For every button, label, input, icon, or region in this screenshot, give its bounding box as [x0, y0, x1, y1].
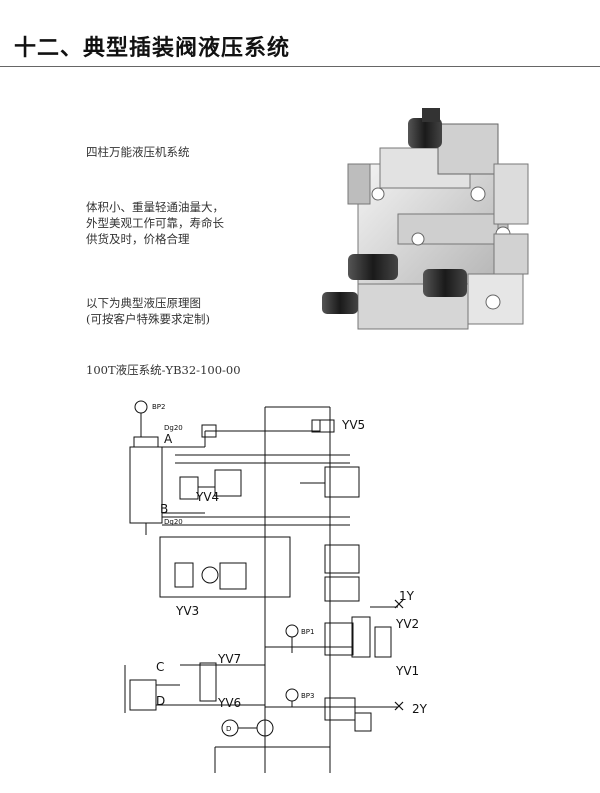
- hydraulic-schematic: BP2 Dg20 A YV5 YV4 B Dg20 YV3 1Y BP1 YV2…: [124, 400, 428, 773]
- system-name: 100T液压系统-YB32-100-00: [86, 363, 241, 377]
- dg20-top-label: Dg20: [164, 424, 183, 432]
- signal-2y-label: 2Y: [412, 702, 428, 716]
- page-title: 十二、典型插装阀液压系统: [14, 36, 291, 61]
- feature-line: 供货及时，价格合理: [86, 232, 190, 246]
- yv6-label: YV6: [217, 696, 241, 710]
- yv1-label: YV1: [395, 664, 419, 678]
- valve-yv3: [174, 562, 194, 588]
- feature-line: 体积小、重量轻通油量大，: [86, 200, 224, 214]
- pressure-gauge-bp3: [285, 688, 299, 702]
- port-b-label: B: [160, 502, 168, 516]
- yv5-label: YV5: [341, 418, 365, 432]
- signal-1y-label: 1Y: [399, 589, 415, 603]
- valve-yv5: [311, 419, 335, 433]
- port-a-label: A: [164, 432, 173, 446]
- valve-yv2: [351, 616, 371, 658]
- valve-block-photo: [322, 108, 529, 330]
- bp1-label: BP1: [301, 628, 314, 636]
- yv2-label: YV2: [395, 617, 419, 631]
- dg20-mid-label: Dg20: [164, 518, 183, 526]
- yv3-label: YV3: [175, 604, 199, 618]
- yv4-label: YV4: [195, 490, 219, 504]
- bp3-label: BP3: [301, 692, 314, 700]
- port-d-label: D: [156, 694, 165, 708]
- product-name: 四柱万能液压机系统: [86, 145, 190, 159]
- motor-label: D: [226, 725, 231, 733]
- principle-line: (可按客户特殊要求定制): [86, 312, 210, 326]
- principle-note: 以下为典型液压原理图 (可按客户特殊要求定制): [86, 295, 210, 327]
- valve-yv4: [179, 476, 199, 500]
- feature-list: 体积小、重量轻通油量大， 外型美观工作可靠，寿命长 供货及时，价格合理: [86, 199, 276, 247]
- pressure-gauge-bp1: [285, 624, 299, 638]
- feature-line: 外型美观工作可靠，寿命长: [86, 216, 224, 230]
- valve-yv7-yv6: [199, 662, 217, 702]
- port-c-label: C: [156, 660, 164, 674]
- pressure-gauge-bp2: [134, 400, 148, 414]
- yv7-label: YV7: [217, 652, 241, 666]
- bp2-label: BP2: [152, 403, 165, 411]
- title-divider: [0, 66, 600, 67]
- principle-line: 以下为典型液压原理图: [86, 296, 201, 310]
- valve-yv1: [374, 626, 392, 658]
